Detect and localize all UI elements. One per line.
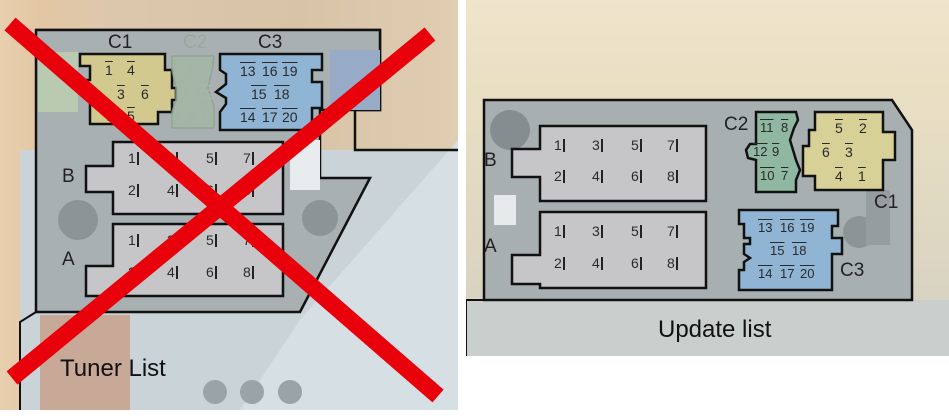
pin: 16 [262,63,278,79]
pin: 5 [127,108,135,124]
pin: 17 [780,266,795,281]
pin: 1 [858,168,866,184]
pin: 2 [554,168,565,184]
cross-out-x-icon [4,17,444,403]
tuner-list-panel: C1 C2 C3 B A 1 4 3 6 2 5 7 10 9 12 8 11 … [0,0,458,410]
pin: 7 [667,137,678,153]
pin: 14 [240,109,256,125]
connector-label-a: A [62,249,75,270]
pin: 11 [196,109,211,125]
pin: 4 [167,264,178,280]
pin: 5 [206,150,217,166]
pin: 8 [243,264,254,280]
pin: 7 [781,168,789,183]
pin: 6 [141,86,149,102]
pin: 15 [770,243,785,258]
pin: 8 [781,120,789,135]
pin: 20 [800,266,815,281]
pin: 3 [592,137,603,153]
pin: 5 [835,120,843,136]
pin: 5 [206,232,217,248]
pin: 1 [554,137,565,153]
connector-label-c3: C3 [258,32,283,53]
pin: 14 [758,266,773,281]
pin: 1 [554,223,565,239]
pin: 10 [760,168,775,183]
pin: 11 [760,120,774,135]
pin: 12 [753,144,768,159]
connector-label-a: A [484,236,497,257]
panel-caption: Update list [658,316,772,343]
pin: 2 [128,182,139,198]
pin: 12 [198,86,214,102]
pin: 3 [117,86,125,102]
pin: 16 [780,220,795,235]
connector-label-c3: C3 [840,260,865,281]
update-list-panel: C2 C1 C3 B A 11 8 12 9 10 7 5 2 6 3 4 1 … [466,0,949,356]
connector-label-c2: C2 [724,114,749,135]
pin: 6 [631,168,642,184]
connector-label-b: B [484,150,497,171]
connector-label-c1: C1 [108,32,133,53]
pin: 13 [240,63,256,79]
pin: 9 [772,144,780,159]
pin: 19 [282,63,298,79]
pin: 8 [667,168,678,184]
pin: 13 [758,220,773,235]
connector-label-c1: C1 [874,192,899,213]
pin: 6 [631,255,642,271]
pin: 1 [105,62,113,78]
pin: 20 [282,109,298,125]
pin: 1 [128,232,139,248]
pin: 4 [835,168,843,184]
pin: 5 [631,137,642,153]
pin: 4 [167,182,178,198]
pin: 2 [859,120,867,136]
pin: 8 [180,109,188,125]
pin: 15 [251,86,267,102]
pin: 1 [128,150,139,166]
pin: 3 [845,144,853,160]
pin: 18 [274,86,290,102]
pin: 19 [800,220,815,235]
pin: 8 [667,255,678,271]
pin: 7 [667,223,678,239]
pin: 4 [592,168,603,184]
pin: 6 [206,264,217,280]
connector-label-c2: C2 [183,32,208,53]
pin: 17 [262,109,278,125]
update-diagram-graphics [466,98,949,356]
pin: 6 [822,144,830,160]
panel-caption: Tuner List [60,355,166,382]
pin: 4 [592,255,603,271]
pin: 7 [243,150,254,166]
pin: 5 [631,223,642,239]
pin: 7 [180,63,188,79]
pin: 9 [188,86,196,102]
pin: 18 [792,243,807,258]
pin: 10 [196,63,212,79]
pin: 2 [554,255,565,271]
pin: 4 [127,62,135,78]
connector-label-b: B [62,166,75,187]
pin: 3 [592,223,603,239]
